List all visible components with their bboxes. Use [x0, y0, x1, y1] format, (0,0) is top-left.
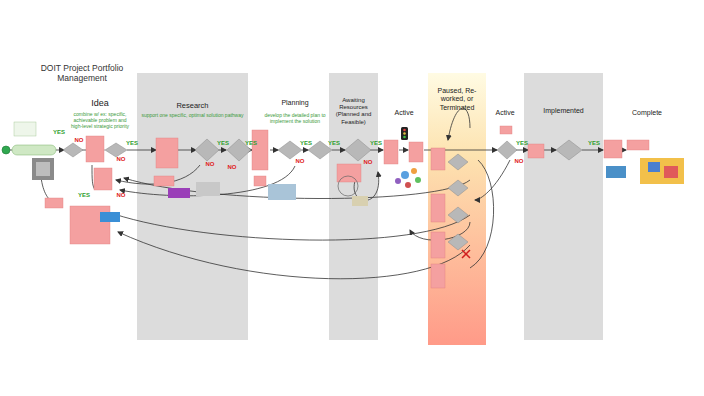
no-label: NO — [296, 158, 305, 165]
yes-label: YES — [78, 192, 90, 199]
no-label: NO — [364, 159, 373, 166]
no-label: NO — [117, 192, 126, 199]
yes-label: YES — [53, 129, 65, 136]
phase-heading: Idea — [91, 98, 109, 109]
phase-subtitle: combine w/ ex: specific, achievable prob… — [68, 111, 132, 129]
phase-band: Awaiting Resources (Planned and Feasible… — [329, 73, 378, 340]
diagram-title: DOIT Project Portfolio Management — [32, 63, 132, 83]
phase-heading: Active — [495, 109, 514, 117]
yes-label: YES — [217, 140, 229, 147]
no-label: NO — [515, 158, 524, 165]
yes-label: YES — [300, 140, 312, 147]
phase-subtitle: support one specific, optimal solution p… — [141, 112, 245, 118]
no-label: NO — [117, 156, 126, 163]
yes-label: YES — [588, 140, 600, 147]
no-label: NO — [75, 137, 84, 144]
phase-heading: Awaiting Resources (Planned and Feasible… — [330, 97, 377, 126]
phase-heading: Planning — [281, 99, 308, 107]
yes-label: YES — [126, 140, 138, 147]
phase-heading: Implemented — [526, 107, 602, 115]
yes-label: YES — [370, 140, 382, 147]
yes-label: YES — [328, 140, 340, 147]
phase-heading: Active — [394, 109, 413, 117]
phase-heading: Complete — [632, 109, 662, 117]
phase-heading: Research — [141, 101, 245, 110]
phase-subtitle: develop the detailed plan to implement t… — [254, 112, 336, 124]
phase-heading: Paused, Re-worked, or Terminated — [430, 87, 484, 112]
yes-label: YES — [516, 140, 528, 147]
no-label: NO — [228, 164, 237, 171]
no-label: NO — [206, 161, 215, 168]
yes-label: YES — [245, 140, 257, 147]
phase-band: Implemented — [524, 73, 603, 340]
phase-band: Research support one specific, optimal so… — [137, 73, 248, 340]
